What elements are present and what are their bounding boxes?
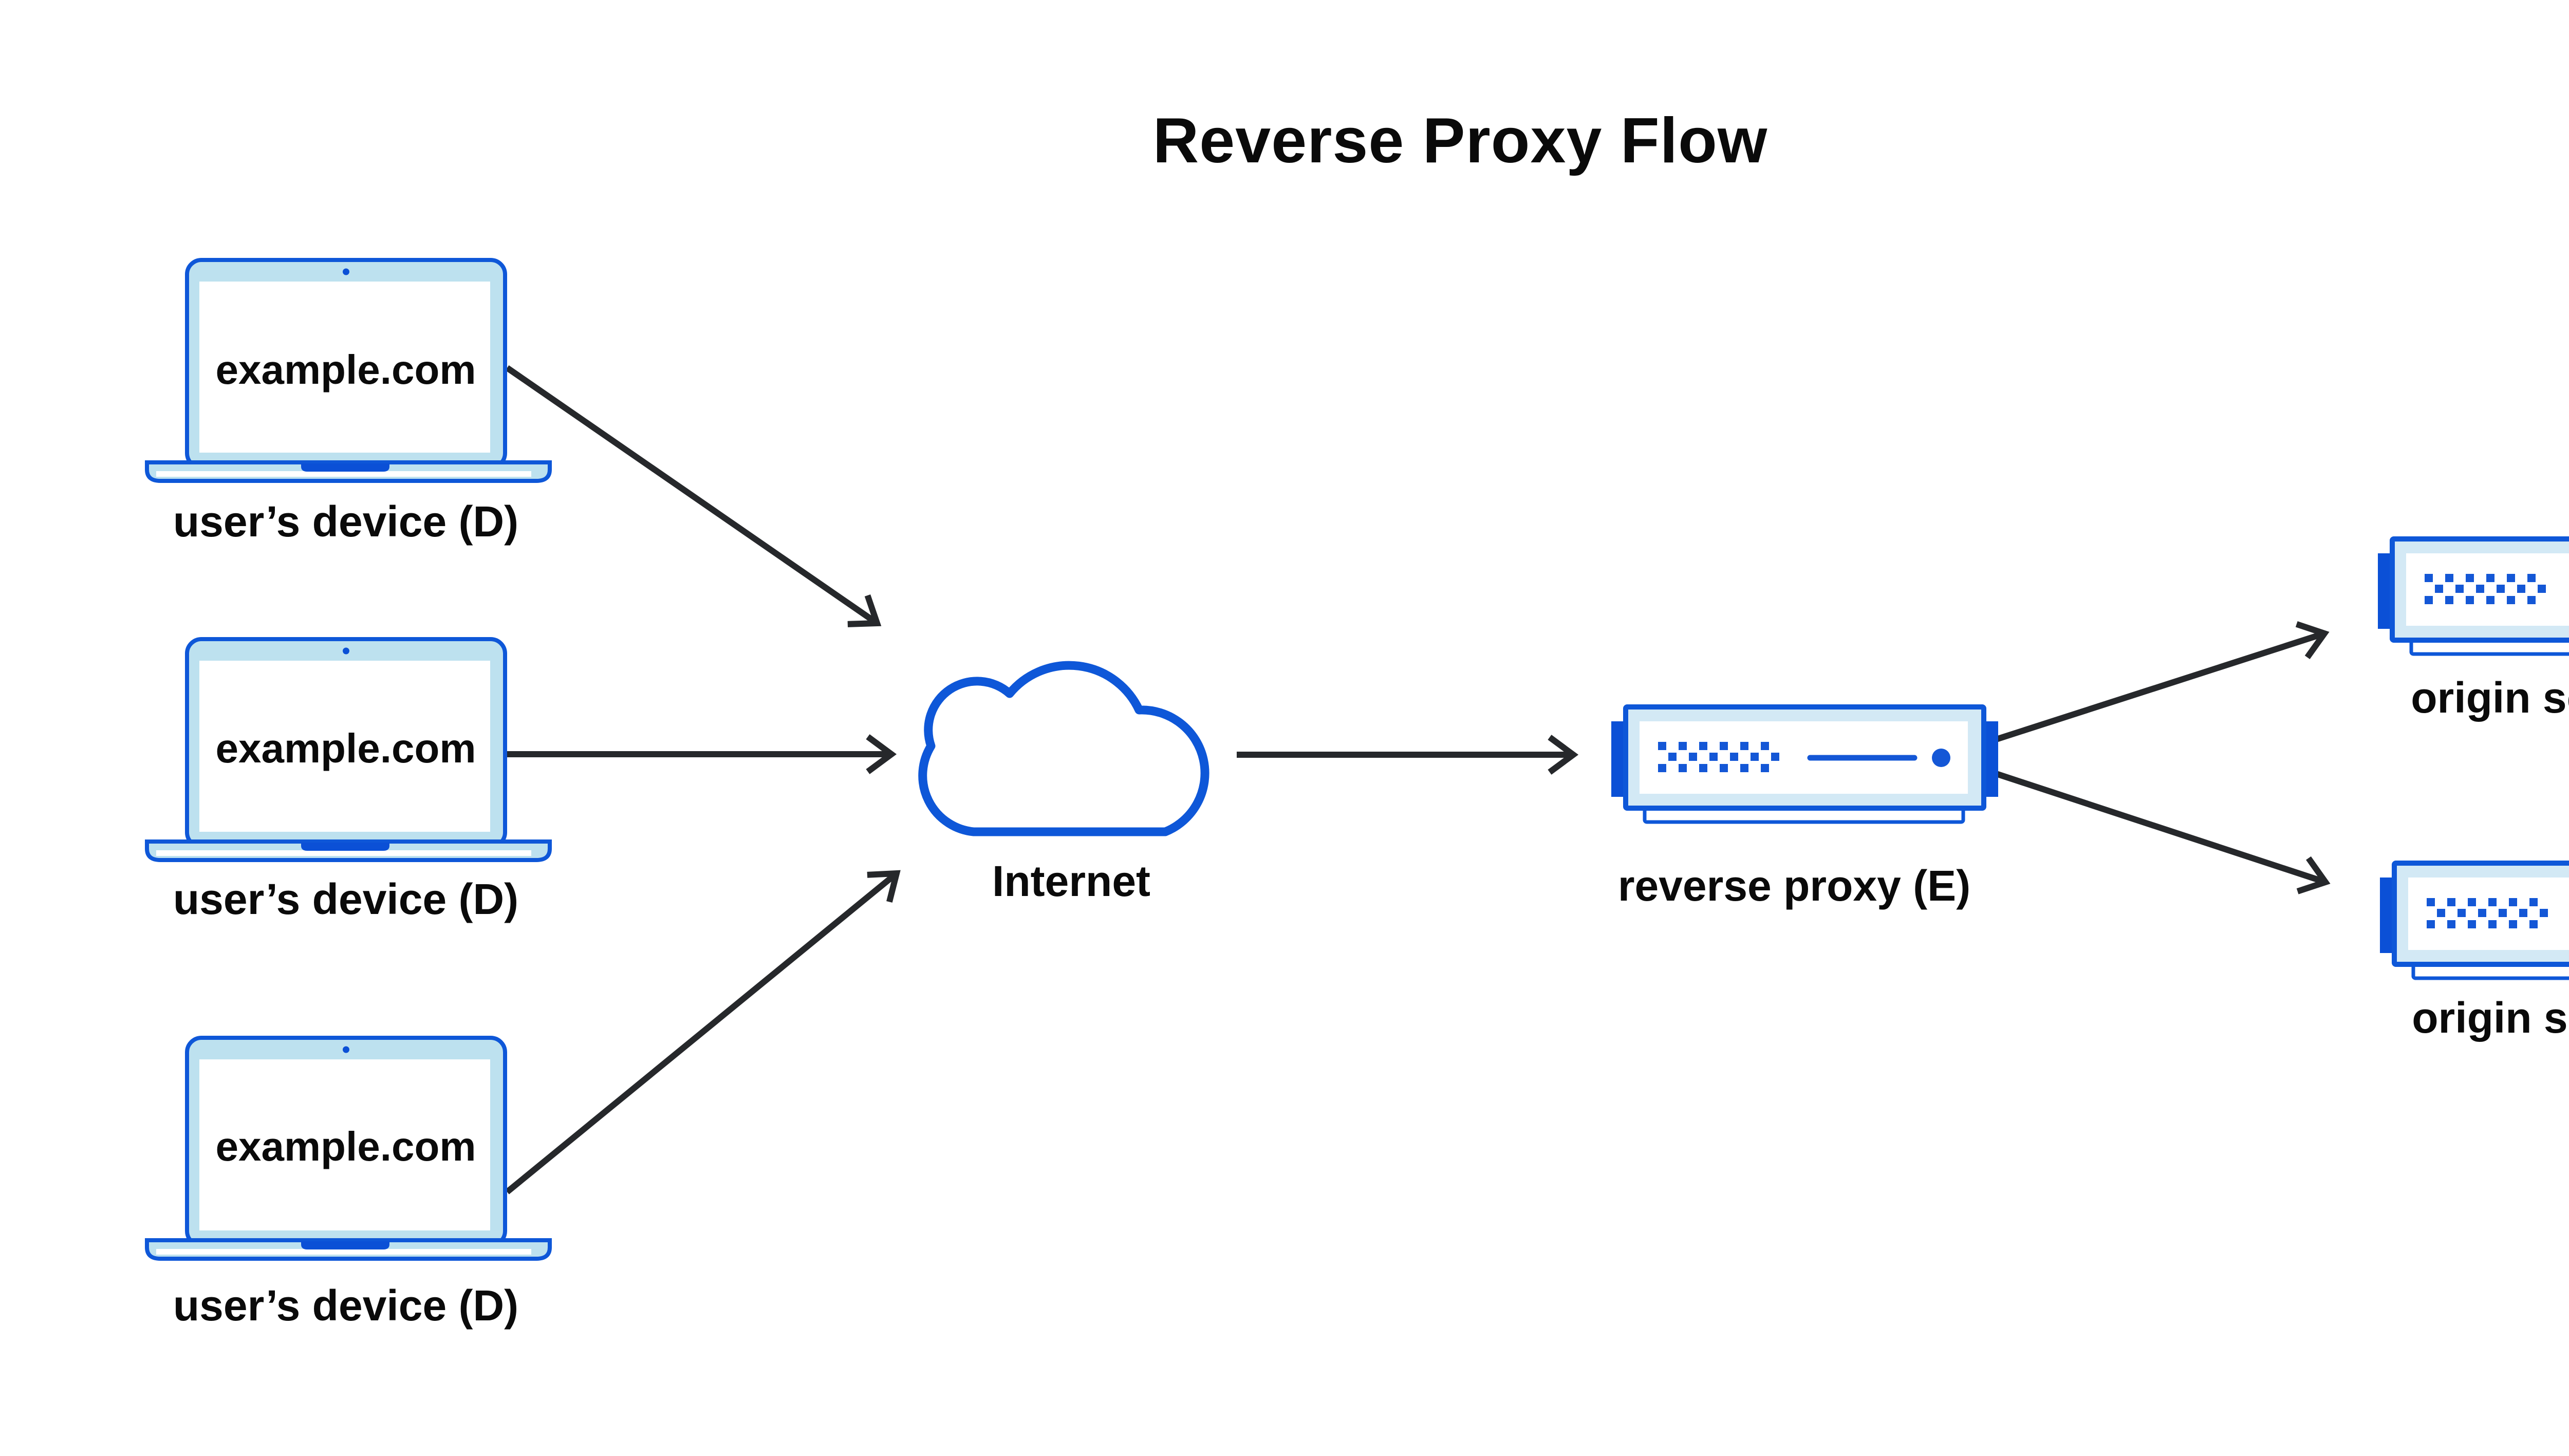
server-icon xyxy=(1611,707,1998,822)
internet-label: Internet xyxy=(992,857,1150,905)
device-screen-url: example.com xyxy=(216,347,476,393)
arrow-device3-to-internet xyxy=(505,870,901,1194)
device-screen-url: example.com xyxy=(216,1124,476,1169)
origin-server-2: origin server (F) xyxy=(2380,863,2569,1042)
origin-server-label: origin server (F) xyxy=(2411,674,2569,722)
arrow-proxy-to-origin2 xyxy=(1990,769,2331,894)
server-icon xyxy=(2380,863,2569,978)
arrow-proxy-to-origin1 xyxy=(1990,621,2330,744)
device-label: user’s device (D) xyxy=(173,875,518,923)
server-icon xyxy=(2378,539,2569,654)
origin-server-label: origin server (F) xyxy=(2412,994,2569,1042)
reverse-proxy-label: reverse proxy (E) xyxy=(1618,862,1970,910)
arrow-device1-to-internet xyxy=(505,365,882,627)
origin-server-1: origin server (F) xyxy=(2378,539,2569,722)
internet-node: Internet xyxy=(918,661,1209,905)
device-screen-url: example.com xyxy=(216,725,476,771)
diagram-title: Reverse Proxy Flow xyxy=(1153,105,1768,176)
connection-arrows xyxy=(505,365,2331,1194)
device-2: example.com user’s device (D) xyxy=(147,639,550,923)
reverse-proxy-node: reverse proxy (E) xyxy=(1611,707,1998,910)
device-label: user’s device (D) xyxy=(173,497,518,546)
device-3: example.com user’s device (D) xyxy=(147,1038,550,1330)
device-label: user’s device (D) xyxy=(173,1281,518,1330)
device-1: example.com user’s device (D) xyxy=(147,260,550,546)
cloud-icon xyxy=(918,661,1209,836)
